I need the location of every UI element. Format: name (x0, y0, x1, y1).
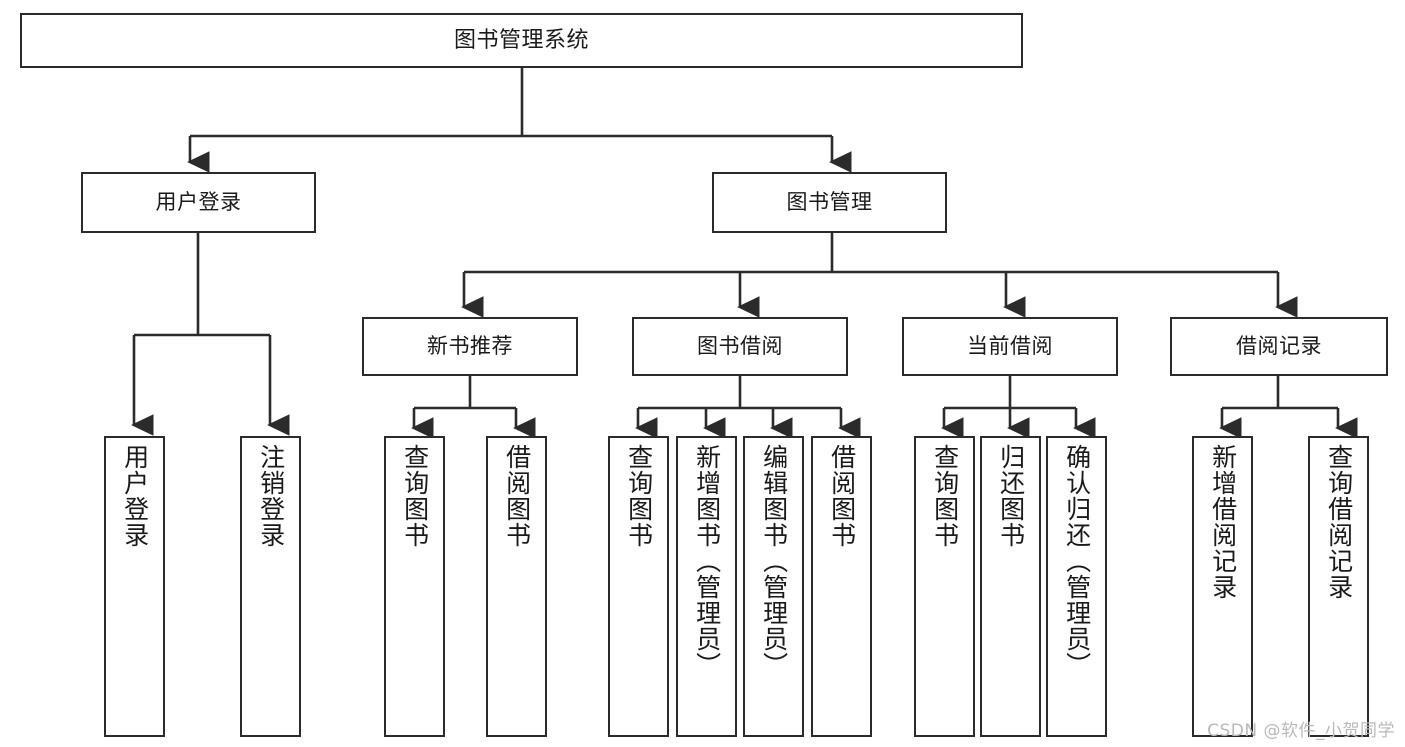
node-leaf-borrow-book-1-label: 借阅图书 (502, 444, 532, 548)
node-leaf-edit-book[interactable]: 编辑图书（管理员） (743, 436, 804, 737)
node-leaf-add-book-label: 新增图书（管理员） (692, 444, 722, 678)
node-current-borrow[interactable]: 当前借阅 (902, 317, 1118, 376)
node-leaf-logout-login[interactable]: 注销登录 (240, 436, 301, 737)
csdn-watermark: CSDN @软件_小贺同学 (1207, 721, 1395, 741)
node-user-login[interactable]: 用户登录 (81, 172, 316, 233)
node-leaf-query-book-3-label: 查询图书 (930, 444, 960, 548)
node-leaf-query-book-3[interactable]: 查询图书 (914, 436, 975, 737)
node-book-borrow[interactable]: 图书借阅 (632, 317, 848, 376)
node-root-label: 图书管理系统 (453, 27, 589, 53)
node-leaf-borrow-book-2[interactable]: 借阅图书 (811, 436, 872, 737)
node-leaf-user-login-label: 用户登录 (120, 444, 150, 548)
node-current-borrow-label: 当前借阅 (967, 334, 1053, 359)
node-book-borrow-label: 图书借阅 (697, 334, 783, 359)
node-root[interactable]: 图书管理系统 (20, 13, 1023, 68)
node-leaf-confirm-return[interactable]: 确认归还（管理员） (1046, 436, 1107, 737)
node-leaf-add-book[interactable]: 新增图书（管理员） (676, 436, 737, 737)
node-leaf-query-book-1-label: 查询图书 (400, 444, 430, 548)
node-book-manage-label: 图书管理 (786, 190, 873, 215)
node-leaf-add-record-label: 新增借阅记录 (1208, 444, 1238, 600)
node-leaf-query-record[interactable]: 查询借阅记录 (1308, 436, 1369, 737)
node-new-book-recommend-label: 新书推荐 (427, 334, 513, 359)
node-leaf-borrow-book-2-label: 借阅图书 (827, 444, 857, 548)
node-leaf-query-book-1[interactable]: 查询图书 (384, 436, 445, 737)
node-leaf-confirm-return-label: 确认归还（管理员） (1062, 444, 1092, 678)
node-leaf-query-book-2-label: 查询图书 (624, 444, 654, 548)
node-book-manage[interactable]: 图书管理 (712, 172, 947, 233)
node-leaf-query-record-label: 查询借阅记录 (1324, 444, 1354, 600)
node-borrow-record[interactable]: 借阅记录 (1170, 317, 1388, 376)
node-leaf-borrow-book-1[interactable]: 借阅图书 (486, 436, 547, 737)
node-borrow-record-label: 借阅记录 (1236, 334, 1322, 359)
node-leaf-return-book[interactable]: 归还图书 (980, 436, 1041, 737)
node-leaf-query-book-2[interactable]: 查询图书 (608, 436, 669, 737)
node-new-book-recommend[interactable]: 新书推荐 (362, 317, 578, 376)
node-user-login-label: 用户登录 (155, 190, 242, 215)
node-leaf-add-record[interactable]: 新增借阅记录 (1192, 436, 1253, 737)
node-leaf-logout-login-label: 注销登录 (256, 444, 286, 548)
node-leaf-edit-book-label: 编辑图书（管理员） (759, 444, 789, 678)
node-leaf-user-login[interactable]: 用户登录 (104, 436, 165, 737)
node-leaf-return-book-label: 归还图书 (996, 444, 1026, 548)
